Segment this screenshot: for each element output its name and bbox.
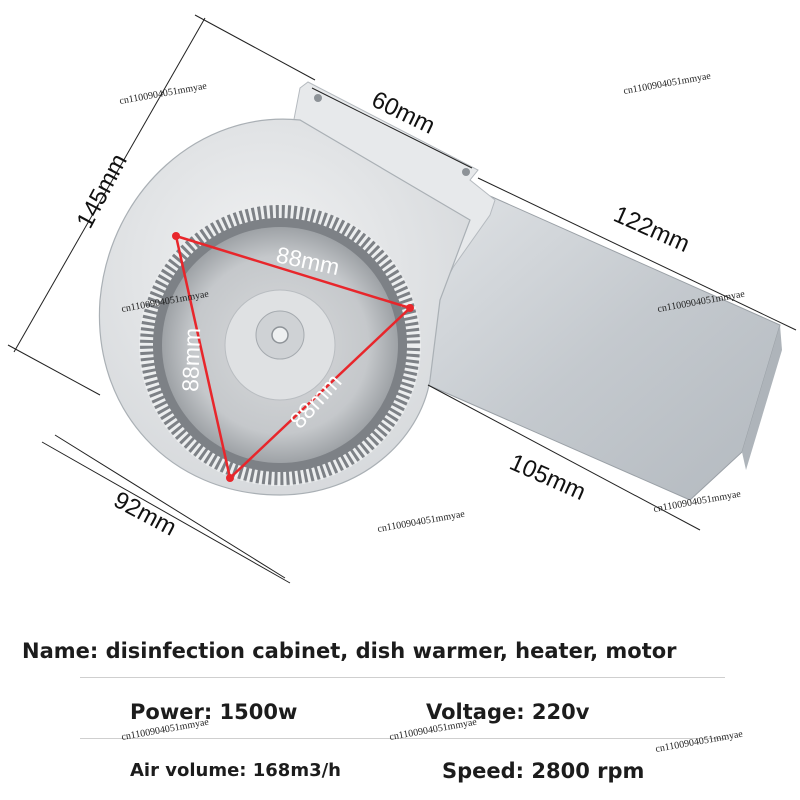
triangle-vertex-top bbox=[172, 232, 180, 240]
divider-2 bbox=[80, 738, 725, 739]
svg-text:cn1100904051mmyae: cn1100904051mmyae bbox=[119, 81, 209, 107]
blower-product-photo: 88mm 88mm 88mm 60mm 145mm 122mm 105mm 92… bbox=[7, 14, 797, 584]
triangle-vertex-bottom bbox=[226, 474, 234, 482]
divider-1 bbox=[80, 677, 725, 678]
svg-text:cn1100904051mmyae: cn1100904051mmyae bbox=[655, 729, 745, 755]
triangle-vertex-right bbox=[406, 304, 414, 312]
dim-wheel-diameter: 92mm bbox=[109, 486, 181, 541]
spec-power: Power: 1500w bbox=[130, 700, 298, 724]
spec-voltage: Voltage: 220v bbox=[426, 700, 590, 724]
dim-duct-length: 122mm bbox=[610, 201, 694, 258]
svg-text:cn1100904051mmyae: cn1100904051mmyae bbox=[623, 71, 713, 97]
spec-speed: Speed: 2800 rpm bbox=[442, 759, 645, 783]
spec-air-volume: Air volume: 168m3/h bbox=[130, 760, 341, 781]
outlet-duct bbox=[427, 195, 782, 501]
triangle-left-label: 88mm bbox=[177, 327, 205, 392]
spec-name: Name: disinfection cabinet, dish warmer,… bbox=[22, 639, 677, 663]
dim-bottom-length: 105mm bbox=[506, 449, 590, 506]
svg-text:cn1100904051mmyae: cn1100904051mmyae bbox=[377, 509, 467, 535]
dimension-lines bbox=[7, 14, 797, 584]
